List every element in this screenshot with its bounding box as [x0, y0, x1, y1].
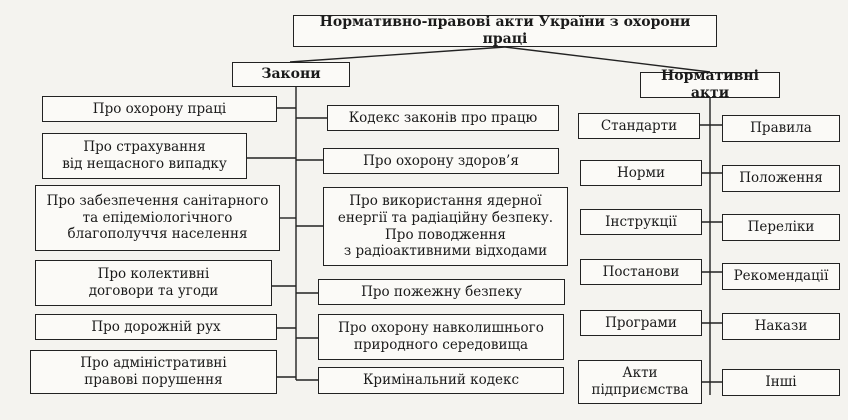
law-left-3: Про забезпечення санітарного та епідеміо…	[35, 185, 280, 251]
act-right-4: Рекомендації	[722, 263, 840, 290]
law-right-2: Про охорону здоров’я	[323, 148, 559, 174]
law-right-5: Про охорону навколишнього природного сер…	[318, 314, 564, 360]
law-right-3: Про використання ядерної енергії та раді…	[323, 187, 568, 266]
law-right-4: Про пожежну безпеку	[318, 279, 565, 305]
act-right-2: Положення	[722, 165, 840, 192]
law-left-5: Про дорожній рух	[35, 314, 277, 340]
act-right-3: Переліки	[722, 214, 840, 241]
act-left-4: Постанови	[580, 259, 702, 285]
act-left-1: Стандарти	[578, 113, 700, 139]
act-right-1: Правила	[722, 115, 840, 142]
law-right-1: Кодекс законів про працю	[327, 105, 559, 131]
act-right-6: Інші	[722, 369, 840, 396]
act-left-2: Норми	[580, 160, 702, 186]
laws-header: Закони	[232, 62, 350, 87]
law-left-2: Про страхування від нещасного випадку	[42, 133, 247, 179]
acts-header: Нормативні акти	[640, 68, 780, 101]
law-left-6: Про адміністративні правові порушення	[30, 350, 277, 394]
act-left-5: Програми	[580, 310, 702, 336]
root-box: Нормативно-правові акти України з охорон…	[293, 14, 717, 47]
act-left-6: Акти підприємства	[578, 360, 702, 404]
act-left-3: Інструкції	[580, 209, 702, 235]
law-left-4: Про колективні договори та угоди	[35, 260, 272, 306]
act-right-5: Накази	[722, 313, 840, 340]
law-left-1: Про охорону праці	[42, 96, 277, 122]
law-right-6: Кримінальний кодекс	[318, 367, 564, 394]
